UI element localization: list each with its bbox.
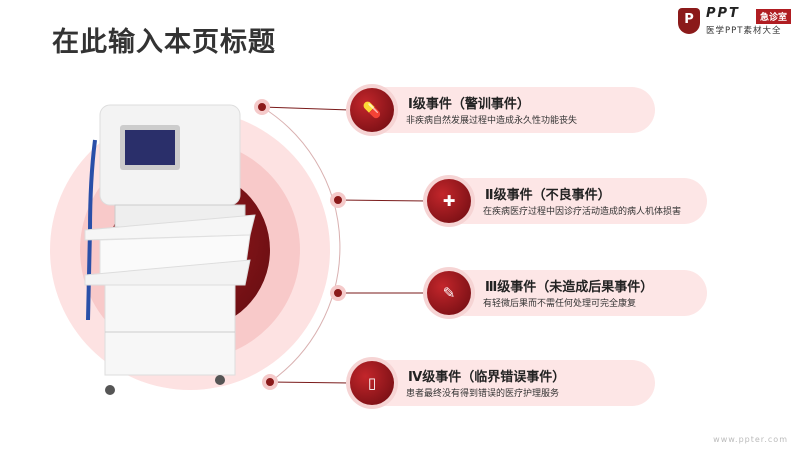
event-heading: Ⅱ级事件（不良事件） — [485, 188, 611, 203]
medical-device-cart-image — [84, 104, 256, 395]
event-level-3-card: ✎ Ⅲ级事件（未造成后果事件） 有轻微后果而不需任何处理可完全康复 — [425, 270, 707, 316]
logo-tag: 急诊室 — [756, 9, 792, 24]
event-heading: Ⅰ级事件（警训事件） — [408, 97, 530, 112]
event-level-4-card: ▯ Ⅳ级事件（临界错误事件） 患者最终没有得到错误的医疗护理服务 — [348, 360, 655, 406]
shield-logo-icon: P — [678, 8, 700, 34]
logo-brand: PPT — [706, 6, 740, 21]
event-description: 非疾病自然发展过程中造成永久性功能丧失 — [406, 116, 578, 126]
event-heading: Ⅳ级事件（临界错误事件） — [408, 370, 566, 385]
syringe-icon: ✎ — [427, 271, 471, 315]
pill-icon: 💊 — [350, 88, 394, 132]
watermark: www.ppter.com — [713, 435, 788, 444]
logo-subtitle: 医学PPT素材大全 — [706, 26, 782, 36]
test-tube-icon: ▯ — [350, 361, 394, 405]
event-description: 有轻微后果而不需任何处理可完全康复 — [483, 299, 637, 309]
event-level-1-card: 💊 Ⅰ级事件（警训事件） 非疾病自然发展过程中造成永久性功能丧失 — [348, 87, 655, 133]
page-title: 在此输入本页标题 — [52, 27, 276, 58]
event-heading: Ⅲ级事件（未造成后果事件） — [485, 280, 654, 295]
first-aid-kit-icon: ✚ — [427, 179, 471, 223]
event-description: 患者最终没有得到错误的医疗护理服务 — [406, 389, 560, 399]
event-level-2-card: ✚ Ⅱ级事件（不良事件） 在疾病医疗过程中因诊疗活动造成的病人机体损害 — [425, 178, 707, 224]
event-description: 在疾病医疗过程中因诊疗活动造成的病人机体损害 — [483, 207, 682, 217]
brand-logo: P PPT 急诊室 医学PPT素材大全 — [678, 6, 798, 40]
